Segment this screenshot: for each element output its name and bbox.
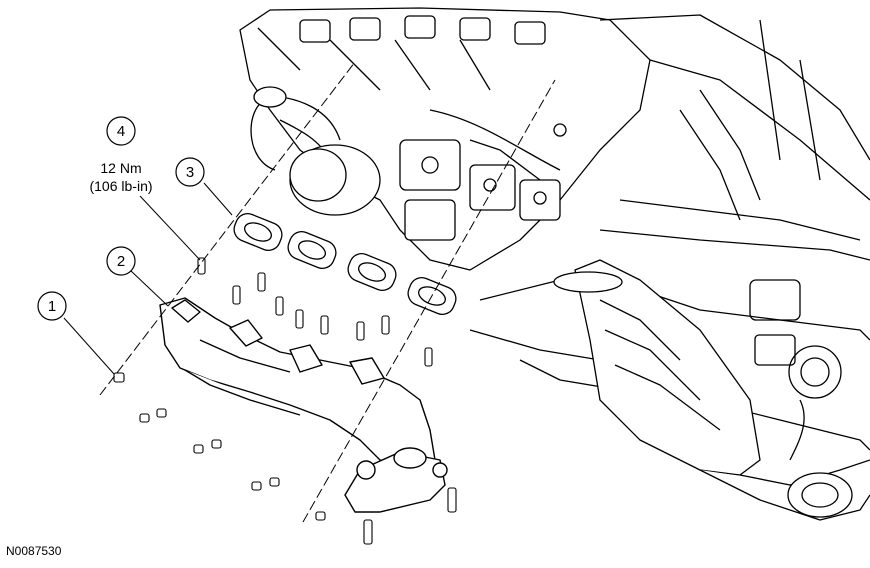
callout-leaders	[63, 182, 233, 375]
assembly-lines	[99, 61, 556, 523]
manifold-studs	[197, 257, 457, 545]
manifold-nuts	[113, 372, 326, 521]
exhaust-manifold	[159, 297, 448, 513]
callout-2: 2	[106, 246, 136, 276]
callout-3: 3	[175, 157, 205, 187]
torque-spec-metric: 12 Nm	[100, 160, 141, 176]
catalytic-converter	[553, 259, 870, 521]
figure-id: N0087530	[6, 544, 62, 558]
engine-block	[239, 7, 651, 271]
torque-spec-imperial: (106 lb-in)	[89, 178, 152, 194]
callout-1: 1	[37, 291, 67, 321]
transmission-housing	[469, 14, 870, 461]
callout-4: 4 12 Nm (106 lb-in)	[89, 116, 153, 194]
callout-2-number: 2	[117, 253, 125, 270]
callout-1-number: 1	[48, 298, 56, 315]
callout-4-number: 4	[117, 123, 125, 140]
callout-3-number: 3	[186, 164, 194, 181]
